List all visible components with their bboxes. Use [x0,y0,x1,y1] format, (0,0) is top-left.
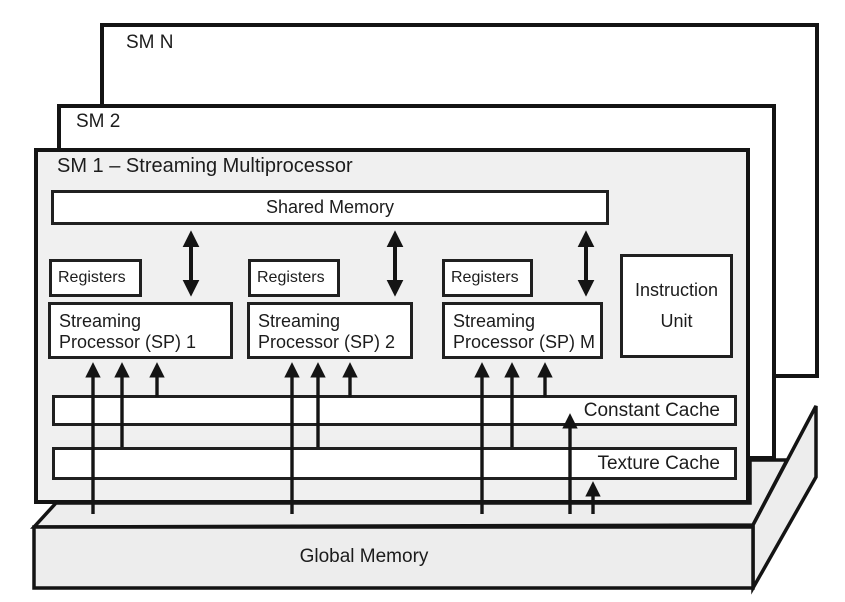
sp-label-line1: Streaming [453,311,536,331]
sm-n-label: SM N [126,32,174,53]
streaming-processor-box-1: Streaming Processor (SP) 1 [48,302,233,359]
sp-label-line2: Processor (SP) M [453,332,596,352]
constant-cache-label: Constant Cache [583,399,720,421]
texture-cache-label: Texture Cache [597,452,720,474]
streaming-processor-box-m: Streaming Processor (SP) M [442,302,603,359]
instruction-unit-box: Instruction Unit [620,254,733,358]
sp-label-line1: Streaming [59,311,142,331]
global-memory-label: Global Memory [299,546,429,567]
sp-label-line2: Processor (SP) 1 [59,332,197,352]
sm-1-title: SM 1 – Streaming Multiprocessor [57,155,353,177]
shared-memory-label: Shared Memory [265,197,395,217]
registers-label: Registers [451,269,519,286]
instruction-unit-line1: Instruction [634,280,719,300]
sp-label-line2: Processor (SP) 2 [258,332,396,352]
registers-label: Registers [58,269,126,286]
registers-box-2: Registers [248,259,340,297]
registers-box-3: Registers [442,259,533,297]
shared-memory-box: Shared Memory [51,190,609,225]
registers-box-1: Registers [49,259,142,297]
sp-label-line1: Streaming [258,311,341,331]
streaming-processor-box-2: Streaming Processor (SP) 2 [247,302,413,359]
texture-cache-bar: Texture Cache [52,447,737,480]
sm-2-label: SM 2 [76,111,121,132]
constant-cache-bar: Constant Cache [52,395,737,426]
registers-label: Registers [257,269,325,286]
instruction-unit-line2: Unit [660,311,693,331]
